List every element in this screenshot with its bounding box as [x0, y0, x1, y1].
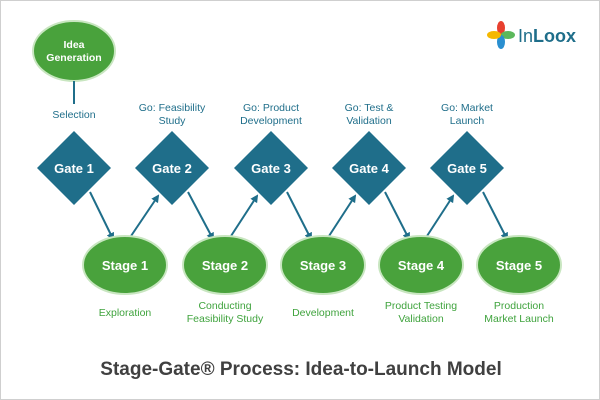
gate-diamond: [234, 131, 308, 205]
gate-caption-line: Go: Feasibility: [139, 102, 206, 114]
gate-label: Gate 2: [152, 161, 192, 176]
gate-caption-line: Selection: [52, 109, 95, 121]
stage-ellipse: [182, 235, 268, 295]
stage-caption-line: Product Testing: [385, 300, 457, 312]
arrow-gate-2-to-stage-2: [187, 191, 214, 241]
brand-logo: InLoox: [487, 21, 576, 49]
brand-name: InLoox: [518, 26, 576, 46]
gate-caption-line: Launch: [450, 115, 485, 127]
stage-label: Stage 2: [202, 258, 248, 273]
stage-ellipse: [378, 235, 464, 295]
arrow-stage-3-to-gate-4: [328, 194, 357, 237]
connector-arrows: [89, 191, 508, 241]
stage-label: Stage 4: [398, 258, 445, 273]
gate-caption-line: Go: Market: [441, 102, 493, 114]
gate-label: Gate 1: [54, 161, 94, 176]
idea-label-line-1: Idea: [63, 39, 84, 51]
stage-ellipse: [476, 235, 562, 295]
stage-label: Stage 5: [496, 258, 542, 273]
arrow-gate-3-to-stage-3: [286, 191, 312, 241]
arrow-stage-4-to-gate-5: [426, 194, 455, 237]
stage-ellipse: [280, 235, 366, 295]
idea-label-line-2: Generation: [46, 52, 101, 64]
gate-caption-line: Go: Test &: [345, 102, 394, 114]
brand-name-prefix: In: [518, 26, 533, 46]
gate-diamond: [332, 131, 406, 205]
stages-group: Stage 1 Exploration Stage 2 ConductingFeasi…: [82, 235, 562, 325]
gate-caption-line: Go: Product: [243, 102, 299, 114]
stage-caption-line: Production: [494, 300, 544, 312]
arrow-gate-1-to-stage-1: [89, 191, 114, 241]
gate-diamond: [37, 131, 111, 205]
arrow-gate-5-to-stage-5: [482, 191, 508, 241]
arrow-stage-1-to-gate-2: [130, 194, 160, 237]
stage-label: Stage 1: [102, 258, 148, 273]
stage-label: Stage 3: [300, 258, 346, 273]
stage-ellipse: [82, 235, 168, 295]
page-title: Stage-Gate® Process: Idea-to-Launch Mode…: [100, 359, 501, 380]
gate-caption-line: Development: [240, 115, 302, 127]
gate-caption-line: Validation: [346, 115, 391, 127]
gate-4: Gate 4 Go: Test &Validation: [332, 102, 406, 205]
gate-diamond: [430, 131, 504, 205]
arrow-stage-2-to-gate-3: [230, 194, 259, 237]
gate-label: Gate 5: [447, 161, 487, 176]
brand-name-suffix: Loox: [533, 26, 576, 46]
stage-caption-line: Feasibility Study: [187, 313, 264, 325]
gate-label: Gate 4: [349, 161, 390, 176]
stage-1: Stage 1 Exploration: [82, 235, 168, 319]
arrow-gate-4-to-stage-4: [384, 191, 410, 241]
stage-caption-line: Development: [292, 307, 354, 319]
gate-1: Gate 1 Selection: [37, 109, 111, 205]
stage-3: Stage 3 Development: [280, 235, 366, 319]
idea-generation-node: Idea Generation: [32, 20, 116, 82]
gate-diamond: [135, 131, 209, 205]
gate-caption-line: Study: [159, 115, 187, 127]
inloox-flower-icon: [487, 21, 515, 49]
stage-caption-line: Validation: [398, 313, 443, 325]
stage-caption-line: Exploration: [99, 307, 152, 319]
gate-label: Gate 3: [251, 161, 291, 176]
stage-caption-line: Market Launch: [484, 313, 554, 325]
stage-caption-line: Conducting: [198, 300, 251, 312]
